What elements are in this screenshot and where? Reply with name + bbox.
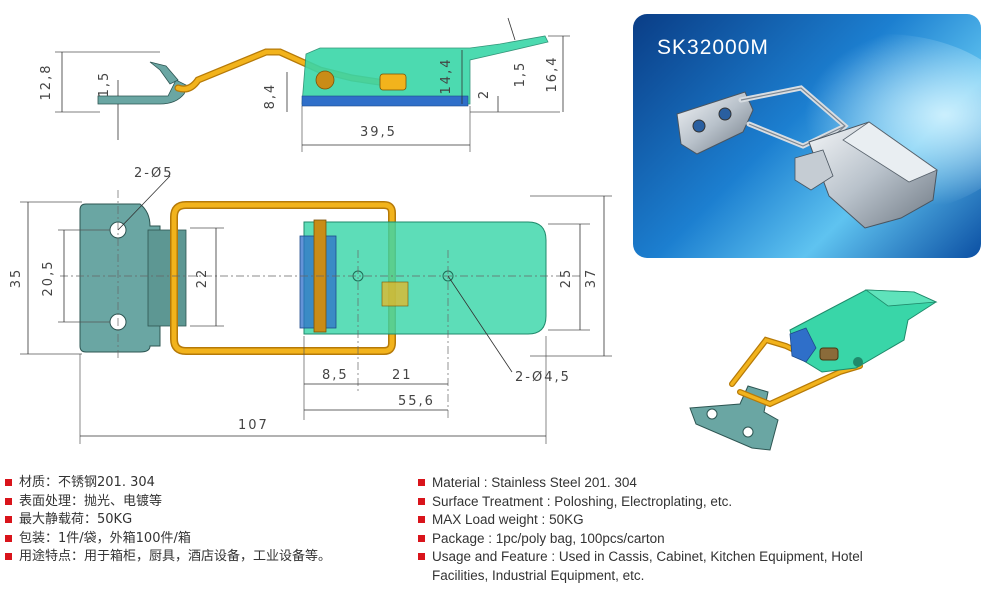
- spec-row-usage-cn: 用途特点：用于箱柜，厨具，酒店设备，工业设备等。: [5, 548, 331, 567]
- dim-12-8: 12,8: [39, 64, 54, 101]
- dim-107: 107: [238, 418, 269, 433]
- iso-base-plate: [689, 385, 779, 451]
- spec-row-material-cn: 材质：不锈钢201. 304: [5, 474, 331, 493]
- spec-row-package-cn: 包装：1件/袋，外箱100件/箱: [5, 530, 331, 549]
- latch-body: [303, 221, 547, 335]
- spec-row-load-cn: 最大静载荷：50KG: [5, 511, 331, 530]
- specs-chinese: 材质：不锈钢201. 304 表面处理：抛光、电镀等 最大静载荷：50KG 包装…: [5, 474, 331, 567]
- dim-20-5: 20,5: [41, 260, 56, 297]
- dim-8-5: 8,5: [322, 368, 349, 383]
- dim-55-6: 55,6: [398, 394, 435, 409]
- bullet-icon: [5, 534, 12, 542]
- spec-row-load-en: MAX Load weight : 50KG: [418, 511, 902, 530]
- dim-37: 37: [584, 268, 599, 289]
- spec-row-surface-en: Surface Treatment : Poloshing, Electropl…: [418, 493, 902, 512]
- spec-row-surface-cn: 表面处理：抛光、电镀等: [5, 493, 331, 512]
- dim-1-5: 1,5: [97, 71, 112, 98]
- dim-21: 21: [392, 368, 413, 383]
- dim-2-dia-5: 2-Ø5: [134, 166, 173, 181]
- side-view-latch-body: [301, 35, 549, 105]
- bullet-icon: [418, 479, 425, 486]
- spec-row-package-en: Package : 1pc/poly bag, 100pcs/carton: [418, 530, 902, 549]
- dim-2: 2: [477, 89, 492, 99]
- bullet-icon: [418, 516, 425, 523]
- bullet-icon: [418, 553, 425, 560]
- spec-row-material-en: Material : Stainless Steel 201. 304: [418, 474, 902, 493]
- spec-row-usage-en: Usage and Feature : Used in Cassis, Cabi…: [418, 548, 902, 585]
- model-number: SK32000M: [657, 36, 769, 59]
- isometric-view: [689, 289, 938, 451]
- bullet-icon: [5, 553, 12, 560]
- front-view: 2-Ø5 35 20,5 22 25 37 2-Ø4,5 8,5 21 55,6…: [9, 166, 612, 444]
- product-photo: [676, 34, 981, 229]
- dim-25: 25: [559, 268, 574, 289]
- dim-8-4: 8,4: [263, 83, 278, 110]
- dim-2-dia-4-5: 2-Ø4,5: [515, 370, 571, 385]
- specs-english: Material : Stainless Steel 201. 304 Surf…: [418, 474, 902, 585]
- side-view-base-plate: [97, 79, 189, 105]
- hinge-plate: [79, 203, 161, 353]
- dim-35: 35: [9, 268, 24, 289]
- dim-22: 22: [195, 268, 210, 289]
- product-photo-panel: SK32000M: [633, 14, 981, 258]
- bullet-icon: [5, 479, 12, 486]
- bullet-icon: [5, 497, 12, 505]
- bullet-icon: [5, 516, 12, 523]
- side-view: 12,8 1,5 8,4 14,4 2 1,5 16,4 39,5: [39, 17, 570, 152]
- bullet-icon: [418, 534, 425, 542]
- dim-1-5-b: 1,5: [513, 61, 528, 88]
- dim-39-5: 39,5: [360, 125, 397, 140]
- bullet-icon: [418, 497, 425, 505]
- dim-14-4: 14,4: [439, 58, 454, 95]
- dim-16-4: 16,4: [545, 56, 560, 93]
